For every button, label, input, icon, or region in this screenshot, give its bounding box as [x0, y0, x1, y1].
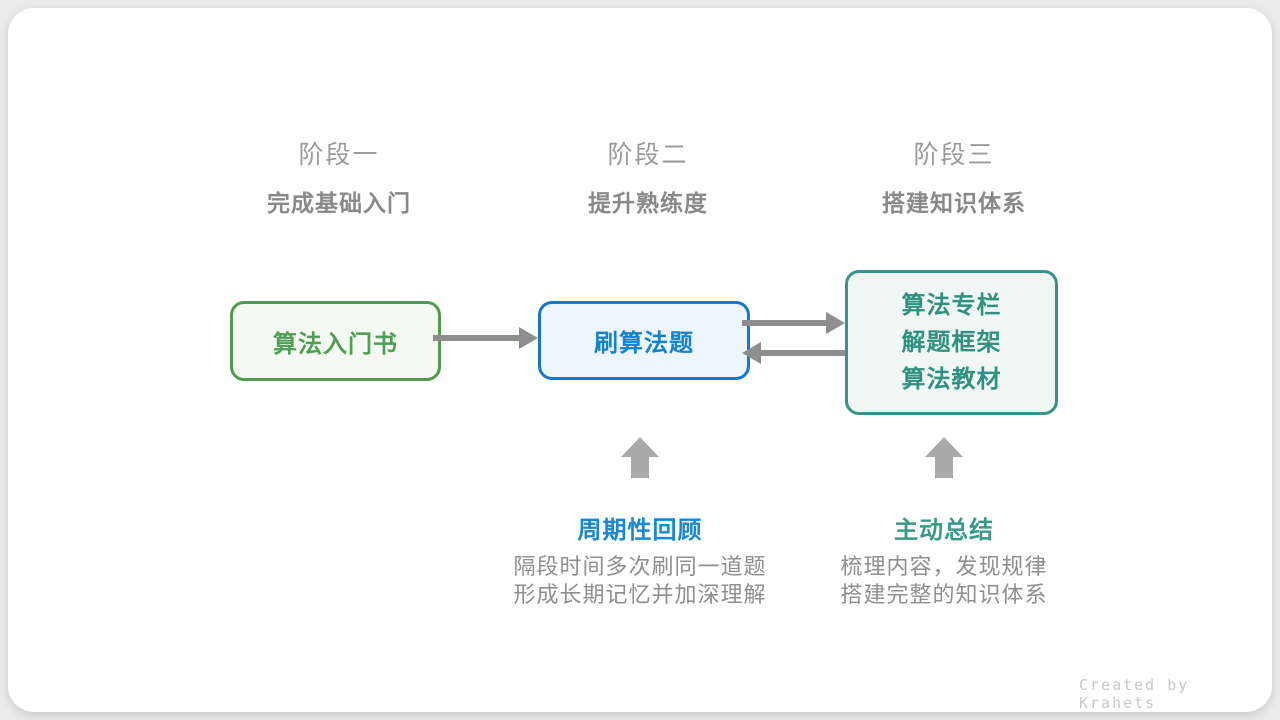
- node-knowledge-resources: 算法专栏 解题框架 算法教材: [845, 270, 1058, 415]
- left-arrow-icon: [742, 342, 845, 364]
- node-resource-column: 算法专栏: [901, 292, 1002, 319]
- node-resource-textbook: 算法教材: [901, 366, 1002, 393]
- node-intro-book: 算法入门书: [230, 301, 441, 381]
- node-resource-framework: 解题框架: [901, 329, 1002, 356]
- stage-2-subtitle: 提升熟练度: [588, 190, 708, 216]
- stage-3-label: 阶段三: [913, 141, 995, 169]
- node-intro-book-label: 算法入门书: [273, 330, 398, 358]
- node-practice-problems: 刷算法题: [538, 301, 750, 380]
- right-arrow-icon: [742, 312, 845, 334]
- annotation-active-summary-desc: 梳理内容，发现规律 搭建完整的知识体系: [784, 553, 1104, 609]
- annotation-periodic-review-title: 周期性回顾: [577, 517, 703, 544]
- node-practice-problems-label: 刷算法题: [594, 330, 694, 357]
- annotation-desc-line: 梳理内容，发现规律: [840, 554, 1048, 579]
- annotation-periodic-review-desc: 隔段时间多次刷同一道题 形成长期记忆并加深理解: [480, 553, 800, 609]
- watermark-credit: Created by Krahets: [1079, 676, 1190, 712]
- right-arrow-icon: [433, 327, 538, 349]
- stage-3-subtitle: 搭建知识体系: [882, 190, 1026, 216]
- annotation-desc-line: 形成长期记忆并加深理解: [513, 582, 767, 607]
- stage-2-label: 阶段二: [607, 141, 689, 169]
- stage-1-subtitle: 完成基础入门: [267, 190, 411, 216]
- annotation-desc-line: 隔段时间多次刷同一道题: [513, 554, 767, 579]
- up-arrow-icon: [925, 437, 963, 478]
- stage-1-label: 阶段一: [298, 141, 380, 169]
- annotation-active-summary-title: 主动总结: [894, 517, 994, 544]
- up-arrow-icon: [621, 437, 659, 478]
- diagram-card: 阶段一 完成基础入门 阶段二 提升熟练度 阶段三 搭建知识体系 算法入门书 刷算…: [8, 8, 1272, 712]
- annotation-desc-line: 搭建完整的知识体系: [840, 582, 1048, 607]
